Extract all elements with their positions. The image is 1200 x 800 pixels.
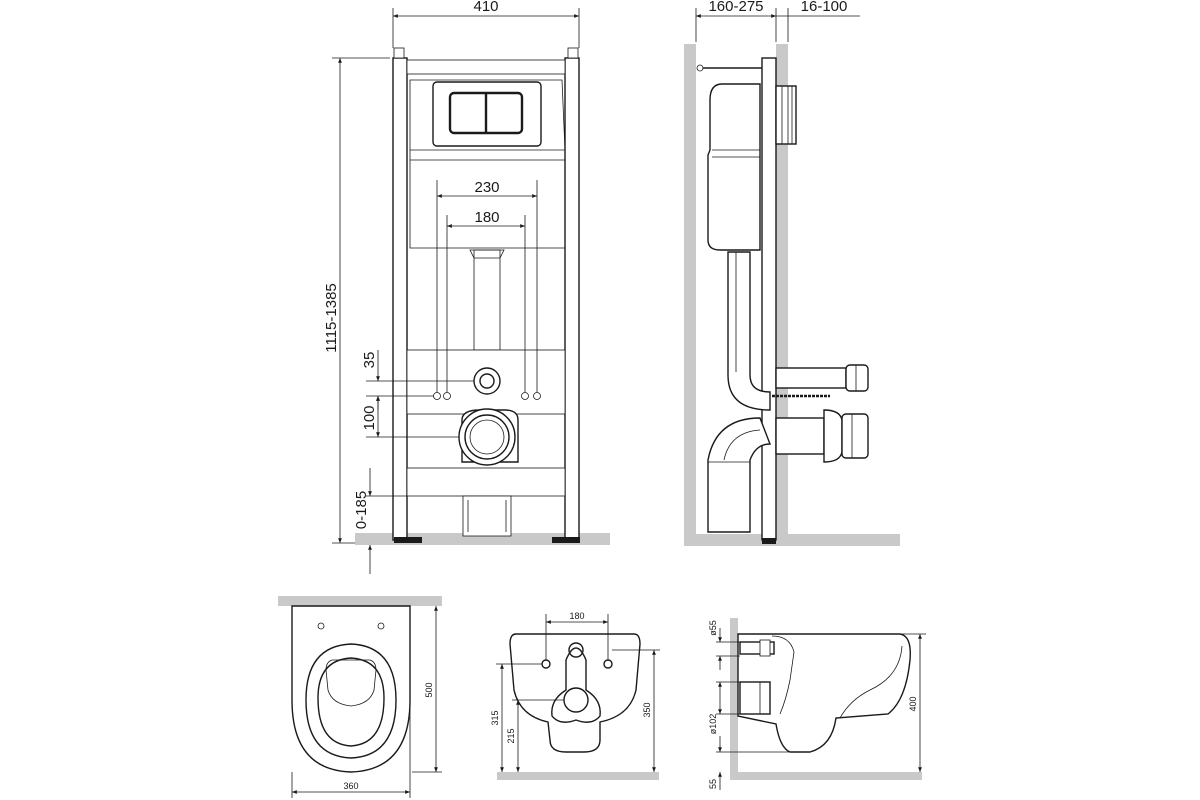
dim-rear-350: 350 <box>642 702 652 717</box>
dim-outlet-diameter: ø102 <box>708 714 718 735</box>
bowl-outline-side <box>737 633 911 753</box>
rear-wall <box>684 44 696 546</box>
dim-wall: 16-100 <box>801 0 848 15</box>
dim-bolt-inner: 180 <box>474 209 499 226</box>
floor-bowl-side <box>730 772 922 780</box>
dim-inlet-diameter: ø55 <box>708 620 718 636</box>
bowl-rear-view: 180 315 215 350 <box>490 611 660 780</box>
dim-100: 100 <box>361 405 378 430</box>
wall-bowl-side <box>730 618 738 780</box>
water-inlet <box>473 367 501 395</box>
dim-depth: 160-275 <box>708 0 763 15</box>
floor-rear-view <box>497 772 659 780</box>
right-foot <box>552 537 580 543</box>
bowl-side-view: ø55 ø102 55 400 <box>708 618 926 790</box>
floor-side <box>684 534 900 546</box>
dim-bowl-width: 360 <box>343 781 358 791</box>
dim-floor-adjust: 0-185 <box>353 491 370 529</box>
left-upright <box>392 57 408 541</box>
dim-width: 410 <box>473 0 498 15</box>
dim-rear-315: 315 <box>490 710 500 725</box>
bowl-outline-top <box>291 605 411 773</box>
dim-bottom-offset: 55 <box>708 779 718 789</box>
dim-35: 35 <box>361 352 378 369</box>
waste-outlet <box>458 408 516 466</box>
bowl-outline-rear <box>509 633 641 753</box>
cistern-side <box>707 83 761 251</box>
dim-bowl-height: 400 <box>908 696 918 711</box>
dim-height: 1115-1385 <box>323 283 340 353</box>
dim-bowl-length: 500 <box>424 682 434 697</box>
left-foot <box>394 537 422 543</box>
front-wall <box>776 44 788 534</box>
side-view: 160-275 16-100 <box>684 0 900 546</box>
right-upright <box>564 57 580 541</box>
dim-rear-bolt: 180 <box>569 611 584 621</box>
dim-rear-215: 215 <box>506 728 516 743</box>
dim-bolt-outer: 230 <box>474 179 499 196</box>
wall-top-view <box>278 596 442 606</box>
bowl-top-view: 500 360 <box>278 596 442 798</box>
front-view: 410 230 180 1115-1385 35 100 0-185 <box>323 0 610 574</box>
